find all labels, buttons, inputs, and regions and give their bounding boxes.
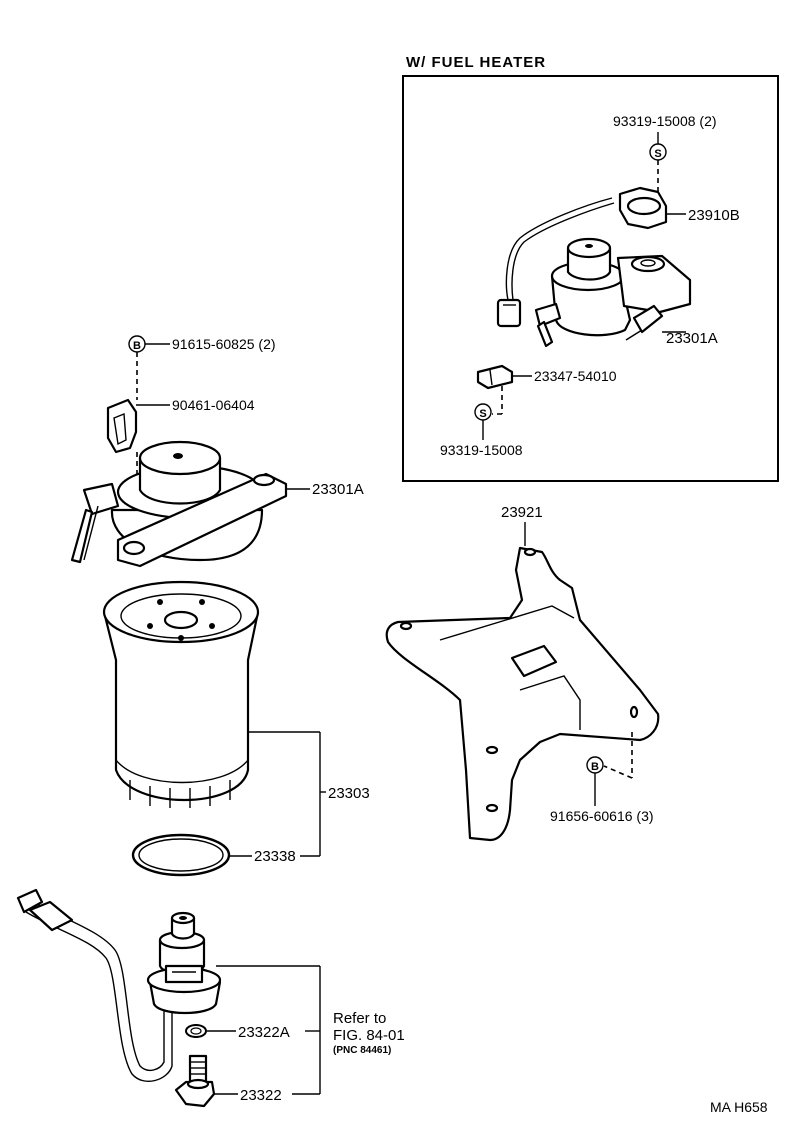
clamp-part: [106, 398, 138, 454]
filter-head-part: [70, 440, 288, 568]
gasket-inner: [138, 838, 224, 872]
label-bracket-bolt: 91656-60616 (3): [550, 808, 654, 824]
label-bolt: 91615-60825 (2): [172, 336, 276, 352]
figure-code: MA H658: [710, 1099, 768, 1115]
label-bracket: 23921: [501, 504, 543, 521]
inset-frame: [402, 75, 779, 482]
water-sensor-part: [16, 888, 222, 1083]
fuel-heater-part: [496, 186, 668, 328]
dash-bracket-bolt-2: [603, 765, 633, 779]
main-upper-callouts: B 91615-60825 (2) 90461-06404: [106, 335, 276, 530]
refer-line-2: FIG. 84-01: [333, 1027, 405, 1044]
b-symbol-bracket-text: B: [591, 761, 599, 773]
s-symbol-bottom-text: S: [479, 408, 486, 420]
gasket-part: [131, 833, 231, 877]
label-clamp: 90461-06404: [172, 397, 255, 413]
label-plug: 23322: [240, 1087, 282, 1104]
label-washer: 23322A: [238, 1024, 290, 1041]
inset-label-clamp: 23347-54010: [534, 368, 617, 384]
inset-label-filter-head: 23301A: [666, 330, 718, 347]
inset-clamp: [476, 364, 514, 390]
inset-filter-head: [534, 237, 692, 348]
washer-inner: [190, 1027, 202, 1035]
fuel-heater-inset: W/ FUEL HEATER 93319-15008 (2) S 23910B: [402, 54, 779, 482]
refer-line-1: Refer to: [333, 1010, 386, 1027]
inset-label-bolt-top: 93319-15008 (2): [613, 113, 717, 129]
filter-element-part: [102, 580, 260, 808]
label-filter-head: 23301A: [312, 481, 364, 498]
drain-plug-part: [174, 1054, 216, 1108]
refer-line-3: (PNC 84461): [333, 1045, 391, 1056]
b-symbol-bolt-text: B: [133, 340, 141, 352]
s-symbol-top-text: S: [654, 148, 661, 160]
inset-title: W/ FUEL HEATER: [406, 54, 546, 71]
bracket-part: [385, 546, 660, 842]
washer-part: [185, 1024, 207, 1038]
inset-label-bolt-bottom: 93319-15008: [440, 442, 523, 458]
label-gasket: 23338: [254, 848, 296, 865]
label-element: 23303: [328, 785, 370, 802]
inset-label-heater: 23910B: [688, 207, 740, 224]
